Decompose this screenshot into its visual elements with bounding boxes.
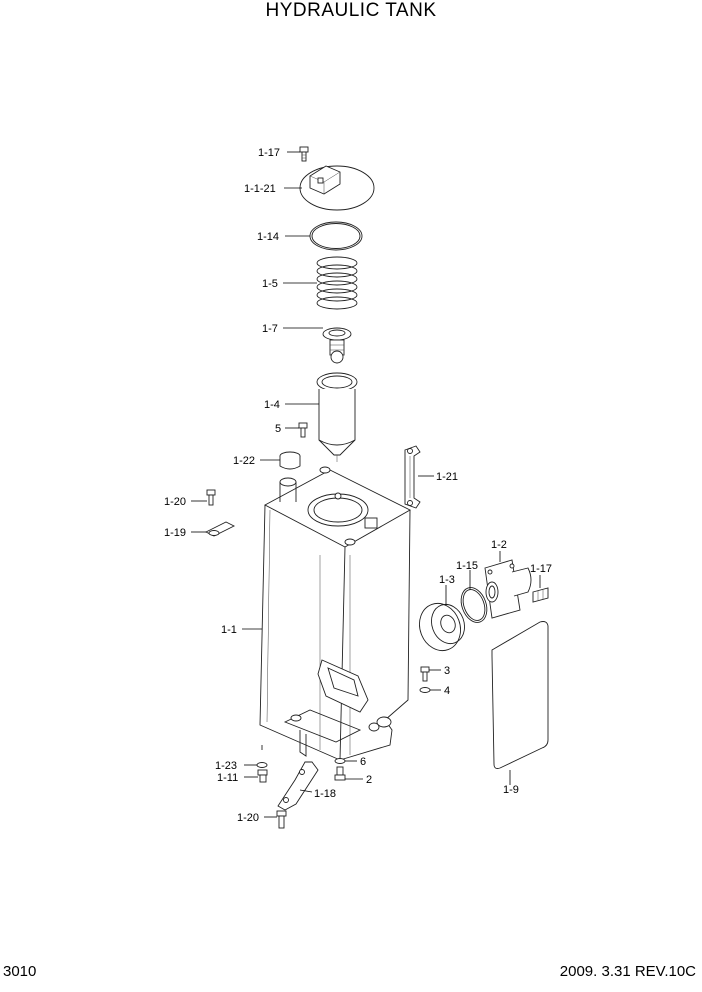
part-label: 1-4 <box>264 399 280 411</box>
part-bolt-1-20-upper <box>206 489 216 506</box>
part-bolt-3 <box>420 666 430 682</box>
part-washer-6 <box>334 758 346 764</box>
part-label: 1-1 <box>221 624 237 636</box>
part-label: 2 <box>366 774 372 786</box>
part-label: 1-20 <box>164 496 186 508</box>
part-label: 1-14 <box>257 231 279 243</box>
part-washer-4 <box>419 687 431 693</box>
part-label: 1-7 <box>262 323 278 335</box>
part-bolt-1-17-right <box>532 587 549 603</box>
part-label: 1-9 <box>503 784 519 796</box>
part-label: 3 <box>444 665 450 677</box>
part-label: 4 <box>444 685 450 697</box>
part-label: 1-21 <box>436 471 458 483</box>
part-o-ring-flange <box>460 587 488 623</box>
part-flange-cover <box>484 559 532 619</box>
part-o-ring-small <box>256 762 268 768</box>
part-label: 5 <box>275 423 281 435</box>
part-valve <box>322 327 352 364</box>
part-label: 1-11 <box>217 772 238 784</box>
part-filter-element <box>419 602 465 652</box>
part-label: 1-19 <box>164 527 186 539</box>
part-label: 1-3 <box>439 574 455 586</box>
part-bracket <box>204 521 236 537</box>
part-bolt-2 <box>334 766 346 781</box>
part-bolt-1-20-lower <box>276 810 287 829</box>
part-strainer <box>316 372 358 462</box>
part-label: 1-17 <box>258 147 280 159</box>
part-bolt-top <box>299 146 309 162</box>
page-title: HYDRAULIC TANK <box>265 0 437 21</box>
part-labels: 1-17 1-1-21 1-14 1-5 1-7 1-4 5 1-22 1-21… <box>164 147 552 824</box>
part-level-gauge <box>404 445 421 509</box>
part-label: 1-18 <box>314 788 336 800</box>
part-label: 1-1-21 <box>244 183 276 195</box>
part-cover-plate <box>299 165 375 211</box>
page-number: 3010 <box>3 963 37 980</box>
leader-lines <box>191 151 541 818</box>
part-bolt-5 <box>298 422 308 438</box>
part-plug <box>257 769 268 783</box>
part-label: 1-2 <box>491 539 507 551</box>
part-label: 1-23 <box>215 760 237 772</box>
part-bottom-bracket <box>277 761 319 811</box>
part-label: 1-17 <box>530 563 552 575</box>
part-label: 1-5 <box>262 278 278 290</box>
part-label: 1-15 <box>456 560 478 572</box>
part-spring <box>316 256 358 310</box>
part-tank-body <box>259 466 411 761</box>
part-label: 6 <box>360 756 366 768</box>
part-o-ring-large <box>309 221 363 251</box>
part-cap <box>279 451 301 470</box>
part-label: 1-20 <box>237 812 259 824</box>
part-label: 1-22 <box>233 455 255 467</box>
part-plate <box>491 621 549 769</box>
revision-date: 2009. 3.31 REV.10C <box>559 963 696 980</box>
